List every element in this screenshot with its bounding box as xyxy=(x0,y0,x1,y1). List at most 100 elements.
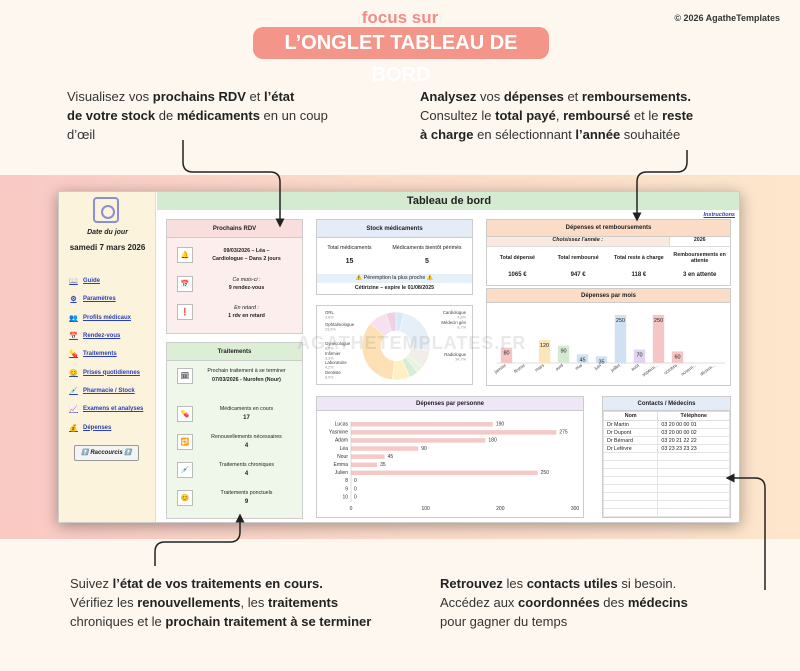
pie-slice-pct: 23,5% xyxy=(325,328,336,332)
pie-slice-label: Cardiologue xyxy=(443,310,467,315)
sidebar-item-label: Pharmacie / Stock xyxy=(83,387,135,394)
sidebar-item-traitements[interactable]: 💊Traitements xyxy=(69,345,155,363)
depenses-values: 1065 €947 €118 €3 en attente xyxy=(487,269,730,281)
callout-contacts: Retrouvez les contacts utiles si besoin.… xyxy=(440,576,688,629)
person-bar xyxy=(351,454,385,459)
people-icon: 👥 xyxy=(69,314,78,322)
monthly-bar xyxy=(500,347,513,363)
sidebar-item-d-penses[interactable]: 💰Dépenses xyxy=(69,418,155,436)
instructions-link[interactable]: Instructions xyxy=(703,212,735,218)
gear-icon: ⚙ xyxy=(70,296,77,304)
pie-slice-pct: 4,2% xyxy=(325,366,334,370)
pie-slice xyxy=(361,323,395,381)
contact-name xyxy=(602,508,659,517)
monthly-bar-label: 90 xyxy=(560,349,566,355)
person-bar xyxy=(351,422,493,427)
pie-slice-label: ORL xyxy=(325,310,334,315)
depenses-col-value: 3 en attente xyxy=(682,272,717,278)
dashboard-title: Tableau de bord xyxy=(157,192,739,210)
monthly-tick-label: avril xyxy=(554,363,564,372)
person-axis-tick: 200 xyxy=(496,506,505,512)
table-row[interactable] xyxy=(602,508,730,517)
smile-icon: 😊 xyxy=(69,369,78,377)
person-axis-tick: 300 xyxy=(571,506,580,512)
year-select[interactable]: 2026 xyxy=(668,237,730,246)
focus-label: focus sur xyxy=(361,8,439,27)
monthly-bar xyxy=(633,349,646,363)
traitement-stat-value: 4 xyxy=(244,443,249,449)
sidebar-item-rendez-vous[interactable]: 📅Rendez-vous xyxy=(69,327,155,345)
rdv-card: Prochains RDV 🔔 09/03/2026 – Léa –Cardio… xyxy=(166,219,303,334)
pie-slice xyxy=(385,311,397,332)
next-rdv: 09/03/2026 – Léa – xyxy=(223,248,270,254)
sidebar-item-label: Traitements xyxy=(83,351,117,358)
person-label: 10 xyxy=(342,494,348,500)
person-bar-value: 275 xyxy=(559,430,568,436)
pie-slice-pct: 34,7% xyxy=(455,358,466,362)
sidebar: Date du jour samedi 7 mars 2026 📖Guide⚙P… xyxy=(59,192,156,522)
contacts-title: Contacts / Médecins xyxy=(603,397,730,411)
sidebar-item-param-tres[interactable]: ⚙ Paramètres xyxy=(69,290,155,308)
monthly-tick-label: juillet xyxy=(609,362,622,373)
monthly-bar-label: 120 xyxy=(540,343,549,349)
traitements-card: Traitements 🗓 Prochain traitement à se t… xyxy=(166,342,303,519)
stock-total-label: Total médicaments xyxy=(327,245,372,251)
traitement-stat-label: Traitements chroniques xyxy=(218,462,275,468)
monthly-bar xyxy=(614,314,627,363)
book-icon: 📖 xyxy=(69,278,78,286)
sidebar-item-label: Prises quotidiennes xyxy=(83,369,141,376)
sidebar-item-prises-quotidiennes[interactable]: 😊 Prises quotidiennes xyxy=(69,363,155,381)
sidebar-item-label: Dépenses xyxy=(83,424,112,431)
traitement-stat-label: Renouvellements nécessaires xyxy=(211,434,282,440)
depenses-card: Dépenses et remboursements Choisissez l’… xyxy=(486,219,731,286)
person-axis-tick: 100 xyxy=(421,506,430,512)
sidebar-item-examens-et-analyses[interactable]: 📈Examens et analyses xyxy=(69,400,155,418)
calendar-check-icon: 🗓 xyxy=(177,368,193,384)
pie-slice-label: Radiologue xyxy=(444,352,466,357)
alert-icon: ❗ xyxy=(177,304,193,320)
rdv-card-title: Prochains RDV xyxy=(167,220,302,238)
shortcuts-button[interactable]: ⬆️ Raccourcis ⬆️ xyxy=(74,445,139,461)
person-chart-title: Dépenses par personne xyxy=(317,397,583,411)
monthly-bar-label: 250 xyxy=(654,318,663,324)
person-bar-value: 0 xyxy=(354,478,357,484)
current-date: samedi 7 mars 2026 xyxy=(69,243,146,252)
sidebar-item-profils-m-dicaux[interactable]: 👥Profils médicaux xyxy=(69,309,155,327)
sidebar-item-pharmacie-stock[interactable]: 💉Pharmacie / Stock xyxy=(69,382,155,400)
pie-slice-pct: 8,5% xyxy=(325,376,334,380)
person-label: Emma xyxy=(334,462,349,468)
next-rdv-detail: Cardiologue – Dans 2 jours xyxy=(212,256,281,262)
monthly-tick-label: août xyxy=(630,362,641,372)
traitement-stat-value: 4 xyxy=(244,471,249,477)
person-label: 9 xyxy=(345,486,348,492)
stock-total-value: 15 xyxy=(345,258,354,265)
pill-icon: 💊 xyxy=(177,406,193,422)
next-end-value: 07/03/2026 - Nurofen (Nour) xyxy=(212,377,281,383)
sidebar-item-label: Paramètres xyxy=(83,296,116,303)
person-bar xyxy=(351,462,378,467)
pie-slice-pct: 8,5% xyxy=(325,347,334,351)
monthly-tick-label: mars xyxy=(534,362,546,372)
pie-slice-pct: 3,3% xyxy=(325,357,334,361)
person-bar-value: 35 xyxy=(380,462,386,468)
pie-slice-pct: 3,8% xyxy=(325,316,334,320)
sidebar-item-label: Examens et analyses xyxy=(83,406,144,413)
monthly-chart-title: Dépenses par mois xyxy=(487,289,730,303)
depenses-col-header: Remboursements en attente xyxy=(673,252,726,264)
depenses-col-header: Total dépensé xyxy=(499,255,535,261)
sidebar-item-guide[interactable]: 📖Guide xyxy=(69,272,155,290)
person-bar-value: 45 xyxy=(388,454,394,460)
month-count: 9 rendez-vous xyxy=(228,285,265,291)
pie-chart: ORL3,8%Ophtalmologue23,5%Gynécologue8,5%… xyxy=(325,310,467,381)
traitements-card-title: Traitements xyxy=(167,343,302,361)
monthly-bar-label: 80 xyxy=(503,351,509,357)
pie-slice-pct: 4,8% xyxy=(457,316,466,320)
monthly-bar xyxy=(557,345,570,363)
monthly-bar-label: 70 xyxy=(636,353,642,359)
